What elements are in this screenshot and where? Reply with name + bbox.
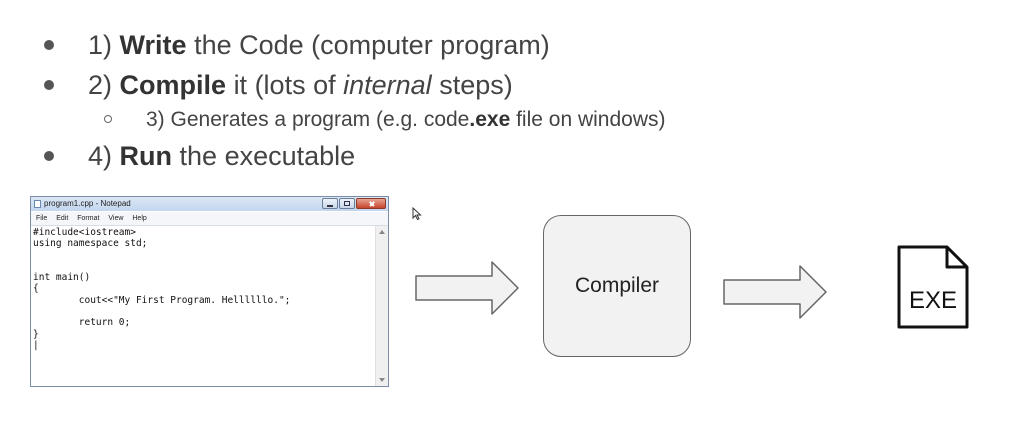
arrow-right-icon [415, 261, 519, 315]
scroll-down-arrow-icon[interactable] [379, 378, 385, 382]
bullet-text: the Code (computer program) [194, 30, 550, 60]
bullet-dot [44, 40, 54, 50]
bullet-text: Generates a program (e.g. code [170, 108, 470, 131]
arrow-right-icon [723, 265, 827, 319]
compiler-box: Compiler [543, 215, 691, 357]
bullet-text: file on windows) [516, 108, 666, 131]
close-button[interactable] [356, 198, 386, 209]
notepad-window: program1.cpp - Notepad File Edit Format … [30, 196, 389, 387]
bullet-number: 4) [88, 141, 113, 171]
bullet-text: it (lots of [233, 70, 336, 100]
bullet-dot [44, 151, 54, 161]
notepad-menubar: File Edit Format View Help [31, 212, 388, 226]
compiler-label: Compiler [574, 274, 660, 297]
bullet-3: 3) Generates a program (e.g. code.exe fi… [146, 103, 666, 137]
scroll-up-arrow-icon[interactable] [379, 230, 385, 234]
notepad-icon [34, 200, 41, 208]
notepad-title: program1.cpp - Notepad [44, 199, 131, 208]
menu-format[interactable]: Format [77, 215, 100, 222]
menu-edit[interactable]: Edit [56, 215, 69, 222]
maximize-button[interactable] [339, 198, 355, 209]
bullet-4: 4) Run the executable [88, 139, 355, 173]
exe-file-icon: EXE [897, 245, 969, 329]
bullet-1: 1) Write the Code (computer program) [88, 28, 550, 62]
notepad-titlebar: program1.cpp - Notepad [31, 197, 388, 211]
bullet-emphasis: internal [343, 70, 432, 100]
bullet-dot [44, 80, 54, 90]
menu-help[interactable]: Help [132, 215, 147, 222]
menu-view[interactable]: View [108, 215, 124, 222]
menu-file[interactable]: File [36, 215, 48, 222]
bullet-keyword: .exe [469, 108, 511, 131]
bullet-number: 3) [146, 108, 165, 131]
bullet-number: 1) [88, 30, 113, 60]
bullet-keyword: Compile [119, 70, 227, 100]
window-controls [321, 198, 386, 209]
bullet-list: 1) Write the Code (computer program) 2) … [0, 0, 1023, 180]
bullet-number: 2) [88, 70, 113, 100]
bullet-keyword: Run [119, 141, 173, 171]
sub-bullet-ring [104, 115, 112, 123]
bullet-text: steps) [439, 70, 513, 100]
bullet-2: 2) Compile it (lots of internal steps) [88, 68, 513, 102]
bullet-keyword: Write [119, 30, 187, 60]
minimize-button[interactable] [322, 198, 338, 209]
exe-label: EXE [909, 287, 957, 314]
mouse-cursor-icon [412, 207, 422, 221]
code-editor[interactable]: #include<iostream> using namespace std; … [33, 227, 291, 351]
bullet-text: the executable [179, 141, 356, 171]
vertical-scrollbar[interactable] [375, 226, 388, 386]
